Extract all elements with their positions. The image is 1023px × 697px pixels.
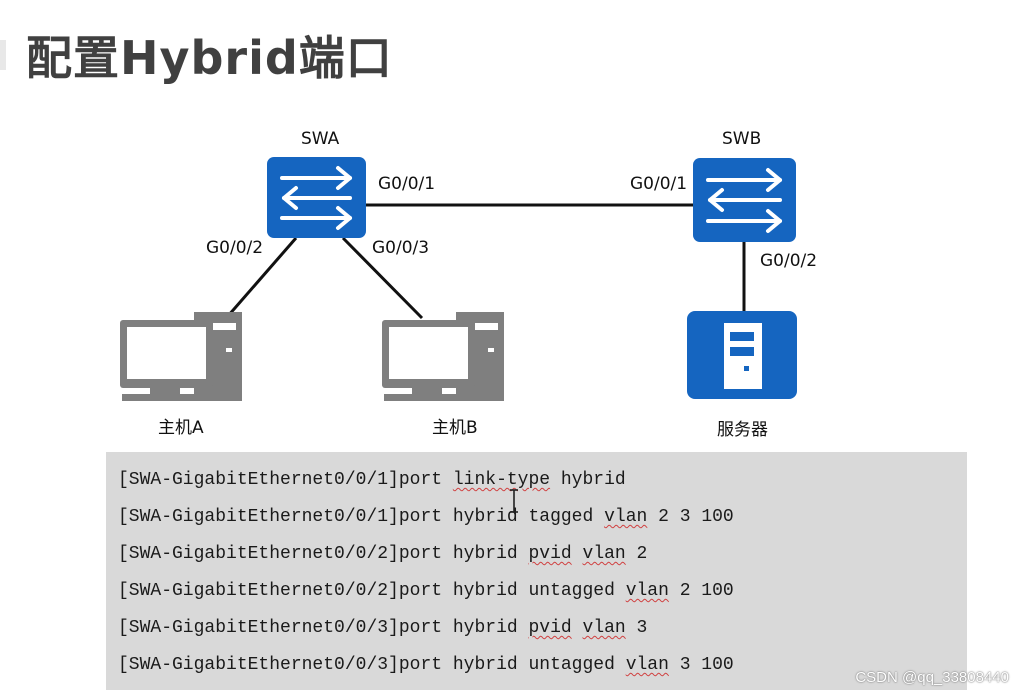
swb-port-g2-label: G0/0/2	[760, 251, 818, 271]
command-prefix: [SWA-GigabitEthernet0/0/2]port	[118, 544, 453, 564]
command-line: [SWA-GigabitEthernet0/0/3]port hybrid un…	[118, 655, 734, 675]
host-a-label: 主机A	[158, 418, 204, 438]
watermark: CSDN @qq_33808440	[855, 669, 1009, 686]
swb-port-g1-label: G0/0/1	[630, 174, 688, 194]
command-token: vlan	[625, 655, 669, 675]
command-prefix: [SWA-GigabitEthernet0/0/3]port	[118, 618, 453, 638]
command-token: pvid	[528, 544, 572, 564]
swa-name-label: SWA	[301, 129, 340, 149]
command-token: 2	[625, 544, 648, 564]
command-token	[572, 618, 583, 638]
text-cursor-icon	[510, 489, 518, 513]
command-token: link-type	[452, 470, 551, 490]
command-token: hybrid	[452, 544, 529, 564]
command-token	[572, 544, 583, 564]
swb-name-label: SWB	[722, 129, 762, 149]
left-edge-marker	[0, 40, 6, 70]
command-prefix: [SWA-GigabitEthernet0/0/1]port	[118, 470, 453, 490]
command-token: hybrid	[550, 470, 626, 490]
command-line: [SWA-GigabitEthernet0/0/1]port link-type…	[118, 470, 626, 490]
command-token: vlan	[582, 618, 626, 638]
command-prefix: [SWA-GigabitEthernet0/0/3]port	[118, 655, 453, 675]
command-line: [SWA-GigabitEthernet0/0/2]port hybrid pv…	[118, 544, 647, 564]
page-title: 配置Hybrid端口	[26, 31, 393, 85]
host-b-computer-icon	[382, 312, 504, 401]
server-icon	[687, 311, 797, 399]
command-token: pvid	[528, 618, 572, 638]
swa-port-g3-label: G0/0/3	[372, 238, 430, 258]
link-swa-host-a	[226, 237, 298, 317]
topology-diagram	[120, 157, 797, 401]
command-prefix: [SWA-GigabitEthernet0/0/1]port	[118, 507, 453, 527]
command-line: [SWA-GigabitEthernet0/0/2]port hybrid un…	[118, 581, 734, 601]
server-label: 服务器	[717, 420, 768, 440]
command-line: [SWA-GigabitEthernet0/0/3]port hybrid pv…	[118, 618, 647, 638]
command-token: vlan	[604, 507, 648, 527]
command-prefix: [SWA-GigabitEthernet0/0/2]port	[118, 581, 453, 601]
command-token: 3	[625, 618, 648, 638]
command-token: 3 100	[668, 655, 734, 675]
command-token: 2 100	[668, 581, 734, 601]
command-token: vlan	[582, 544, 626, 564]
command-token: vlan	[625, 581, 669, 601]
swa-port-g1-label: G0/0/1	[378, 174, 436, 194]
command-token: 2 3 100	[647, 507, 734, 527]
command-token: hybrid tagged	[452, 507, 605, 527]
command-line: [SWA-GigabitEthernet0/0/1]port hybrid ta…	[118, 507, 734, 527]
link-swa-host-b	[341, 236, 424, 320]
host-b-label: 主机B	[432, 418, 478, 438]
switch-swb-icon	[693, 158, 796, 242]
host-a-computer-icon	[120, 312, 242, 401]
command-block: [SWA-GigabitEthernet0/0/1]port link-type…	[106, 452, 967, 690]
switch-swa-icon	[267, 157, 366, 238]
command-token: hybrid untagged	[452, 581, 626, 601]
command-token: hybrid untagged	[452, 655, 626, 675]
command-token: hybrid	[452, 618, 529, 638]
swa-port-g2-label: G0/0/2	[206, 238, 264, 258]
